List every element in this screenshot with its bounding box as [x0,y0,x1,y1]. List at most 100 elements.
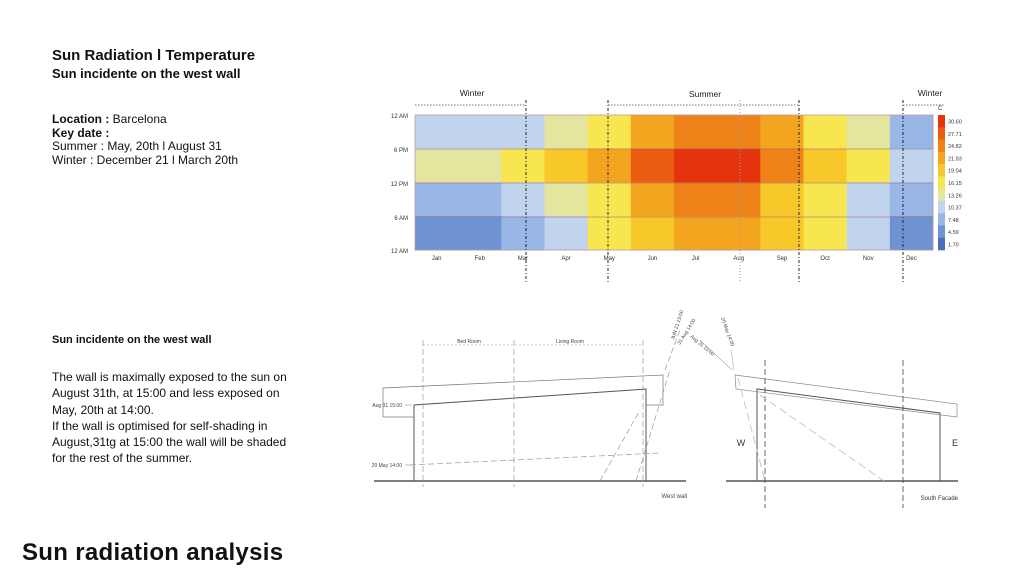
heatmap-cell [544,182,589,217]
legend-swatch [938,188,945,202]
legend-swatch [938,139,945,153]
season-label-winter: Winter [918,88,943,98]
level-label: 20 May 14:00 [372,463,403,469]
legend-swatch [938,176,945,189]
legend-swatch [938,200,945,214]
x-tick: Aug [733,256,744,262]
heatmap-cell [501,182,545,217]
season-boundaries [525,100,904,282]
heatmap-cell [846,115,891,150]
x-tick: May [604,256,615,262]
legend-swatch [938,164,945,177]
x-tick: Feb [475,256,486,262]
legend-tick: 1.70 [948,242,959,248]
heatmap-cell [846,182,891,217]
x-tick: Apr [561,256,570,262]
heatmap-cell [544,115,589,150]
legend-tick: 24.82 [948,144,962,150]
heatmap-cell [674,115,718,150]
heatmap-cell [587,115,632,150]
heatmap-cell [501,216,545,251]
south-facade-caption: South Facade [921,496,959,502]
west-wall-caption: West wall [661,494,687,500]
heatmap-cell [630,148,675,183]
heatmap-cell [544,148,589,183]
section-title: Sun incidente on the west wall [52,334,212,346]
heatmap-cell [415,182,459,217]
heatmap-cell [803,216,848,251]
info-block: Location : Barcelona Key date : Summer :… [52,112,239,167]
sun-angle-label: 20 May 14:00 [719,317,735,348]
legend-tick: 16.15 [948,181,962,187]
legend-tick: 13.26 [948,193,962,199]
heatmap-cell [630,216,675,251]
heatmap-cell [630,182,675,217]
location-label: Location : [52,112,110,126]
page-title: Sun Radiation l Temperature [52,47,256,64]
paragraph-line: August,31tg at 15:00 the wall will be sh… [52,435,287,450]
east-label: E [952,438,958,448]
legend-swatch [938,237,945,251]
heatmap [415,115,934,251]
paragraph-line: If the wall is optimised for self-shadin… [52,418,268,433]
legend-swatch [938,151,945,165]
heatmap-cell [501,148,545,183]
paragraph-line: for the rest of the summer. [52,451,193,466]
winter-dates: Winter : December 21 l March 20th [52,152,239,167]
key-date-label: Key date : [52,125,110,140]
legend-swatch [938,213,945,226]
heatmap-cell [674,216,718,251]
heatmap-cell [415,148,459,183]
page-subtitle: Sun incidente on the west wall [52,66,241,81]
x-tick: Jun [648,256,658,262]
x-tick: Mar [518,256,528,262]
level-label: Aug 31 15:00 [372,403,402,409]
y-tick: 12 AM [391,114,408,120]
heatmap-cell [630,115,675,150]
sun-angle-label: Aug 31 15:00 [689,334,716,358]
heatmap-cell [889,216,934,251]
heatmap-cell [717,115,761,150]
y-tick: 12 PM [391,182,408,188]
heatmap-gridlines [415,148,933,218]
heatmap-cell [889,148,934,183]
heatmap-cell [889,182,934,217]
heatmap-cell [415,216,459,251]
heatmap-cell [760,216,804,251]
paragraph-line: August 31th, at 15:00 and less exposed o… [52,386,280,401]
legend-tick: 10.37 [948,206,962,212]
heatmap-cell [674,148,718,183]
heatmap-cell [458,216,502,251]
heatmap-cell [415,115,459,150]
heatmap-cell [458,182,502,217]
south-facade-diagram [726,360,958,508]
legend-tick: 21.93 [948,156,962,162]
x-tick: Jul [692,256,700,262]
heatmap-cell [760,182,804,217]
season-label-winter: Winter [460,88,485,98]
heatmap-cell [803,115,848,150]
legend-tick: 27.71 [948,132,962,138]
y-tick: 6 PM [394,148,408,154]
heatmap-cell [760,148,804,183]
room-label: Living Room [556,339,584,345]
west-label: W [737,438,746,448]
heatmap-cell [587,216,632,251]
x-tick: Oct [820,256,830,262]
heatmap-cell [501,115,545,150]
heatmap-cell [717,216,761,251]
heatmap-cell [803,148,848,183]
heatmap-cell [587,182,632,217]
y-tick-labels: 12 AM 6 PM 12 PM 6 AM 12 AM [391,114,408,255]
legend-swatch [938,127,945,140]
heatmap-cell [587,148,632,183]
heatmap-cell [717,182,761,217]
heatmap-cell [458,115,502,150]
season-label-summer: Summer [689,89,721,99]
location-value: Barcelona [112,112,167,126]
heatmap-cell [674,182,718,217]
x-tick: Jan [432,256,442,262]
legend-tick: 30.60 [948,120,962,126]
y-tick: 6 AM [394,216,408,222]
